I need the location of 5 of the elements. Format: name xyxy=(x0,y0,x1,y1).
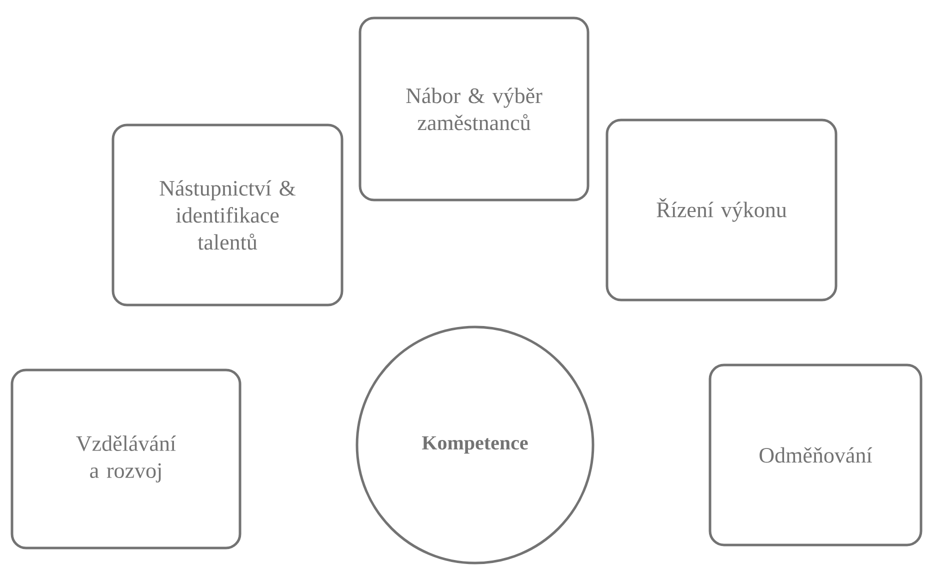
rounded-box: Nábor & výběr zaměstnanců xyxy=(358,16,590,202)
rounded-box: Nástupnictví & identifikace talentů xyxy=(112,124,344,306)
rounded-box: Vzdělávání a rozvoj xyxy=(10,368,242,550)
rounded-box: Odměňování xyxy=(708,364,922,546)
rounded-box: Řízení výkonu xyxy=(606,118,838,302)
